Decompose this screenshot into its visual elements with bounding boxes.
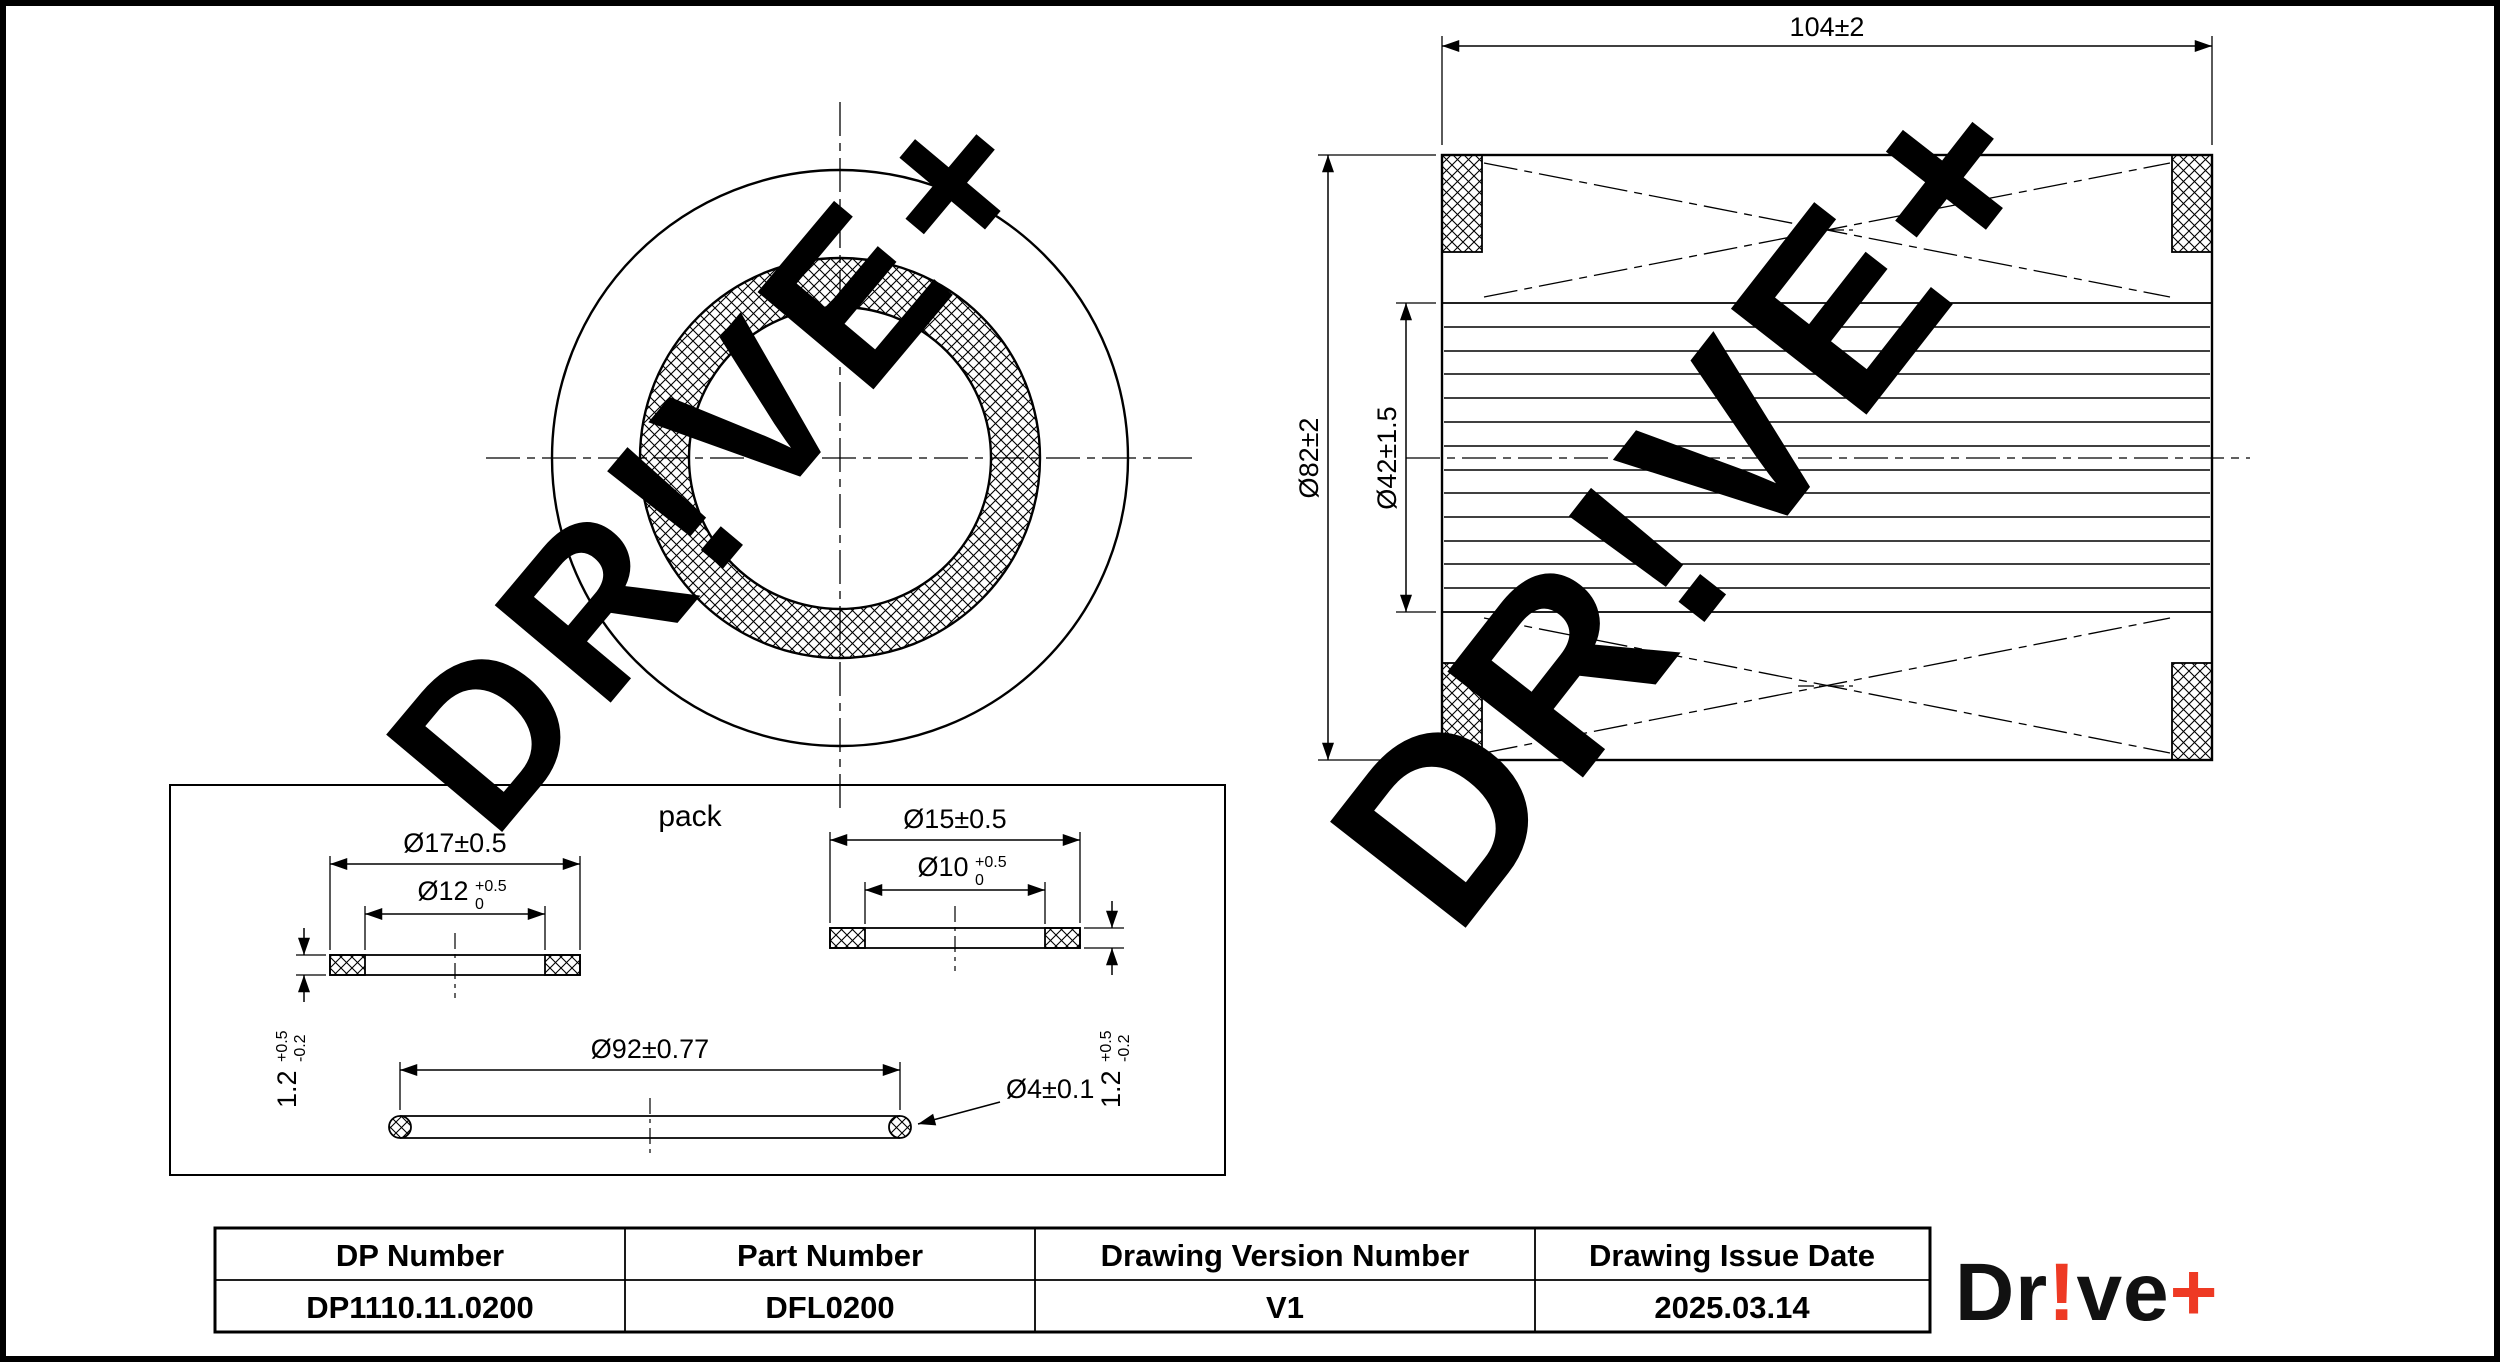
logo-plus: + (2170, 1247, 2219, 1338)
pack-label: pack (658, 800, 722, 833)
gasket-small-hatch-left (829, 927, 866, 949)
header-issue-date: Drawing Issue Date (1589, 1238, 1875, 1273)
dim-gasket-large-outer-label: Ø17±0.5 (403, 828, 506, 858)
dim-width-104: 104±2 (1441, 12, 2213, 145)
dim-width-label: 104±2 (1790, 12, 1865, 42)
pleat-lines (1444, 326, 2210, 589)
header-drawing-version: Drawing Version Number (1101, 1238, 1470, 1273)
dim-outer-dia-label: Ø82±2 (1294, 418, 1324, 499)
oring-cross-section-left (388, 1115, 412, 1139)
gasket-bottom-left (1441, 662, 1483, 761)
title-block: DP Number Part Number Drawing Version Nu… (213, 1226, 1932, 1334)
front-outer-circle (550, 168, 1130, 748)
dim-oring-cross-section-label: Ø4±0.1 (1006, 1074, 1094, 1104)
front-ring-inner-edge (687, 305, 993, 611)
dim-gasket-small-inner-tol-zero: 0 (975, 872, 984, 889)
thickness-tol-plus-left: +0.5 (274, 1030, 291, 1062)
dim-core-dia-42: Ø42±1.5 (1372, 302, 1436, 613)
dim-gasket-small-outer-label: Ø15±0.5 (903, 804, 1006, 834)
pack-detail-box: pack Ø17±0.5 Ø12 +0.5 0 (169, 784, 1226, 1176)
dim-oring-diameter-label: Ø92±0.77 (591, 1034, 709, 1064)
dim-gasket-small-thickness: 1.2 +0.5 -0.2 (1084, 901, 1133, 1108)
front-view (486, 102, 1194, 812)
gasket-small-hatch-right (1044, 927, 1081, 949)
logo-part-ve: ve (2076, 1247, 2169, 1338)
dim-gasket-small-inner-tol-plus: +0.5 (975, 854, 1007, 871)
thickness-tol-minus-right: -0.2 (1116, 1034, 1133, 1062)
dim-gasket-large-inner-tol-plus: +0.5 (475, 878, 507, 895)
dim-gasket-large-outer: Ø17±0.5 (329, 828, 581, 950)
side-band-lines (1442, 302, 2212, 613)
header-part-number: Part Number (737, 1238, 923, 1273)
dim-gasket-small-outer: Ø15±0.5 (829, 804, 1081, 923)
side-diagonal-centerlines (1483, 162, 2171, 754)
gasket-top-right (2171, 154, 2213, 253)
value-issue-date: 2025.03.14 (1654, 1290, 1810, 1325)
dim-gasket-large-inner-tol-zero: 0 (475, 896, 484, 913)
logo-exclamation: ! (2048, 1247, 2076, 1338)
side-view: 104±2 Ø82±2 Ø42±1.5 (1294, 12, 2250, 762)
value-dp-number: DP1110.11.0200 (306, 1290, 534, 1325)
value-drawing-version: V1 (1266, 1290, 1304, 1325)
dim-gasket-small-inner-label: Ø10 (917, 852, 968, 882)
gasket-large-hatch-left (329, 954, 366, 976)
pack-box-border (169, 784, 1226, 1176)
gasket-top-left (1441, 154, 1483, 253)
thickness-value-left: 1.2 (272, 1070, 302, 1108)
dim-gasket-small-inner: Ø10 +0.5 0 (864, 852, 1046, 924)
dim-outer-dia-82: Ø82±2 (1294, 154, 1436, 761)
dim-gasket-large-thickness: 1.2 +0.5 -0.2 (272, 928, 326, 1108)
gasket-large-hatch-right (544, 954, 581, 976)
front-ring-outer-edge (638, 256, 1042, 660)
side-corner-gaskets (1441, 154, 2213, 761)
brand-logo: Dr!ve+ (1955, 1247, 2219, 1338)
gasket-large-view: Ø17±0.5 Ø12 +0.5 0 1.2 +0.5 -0.2 (272, 828, 581, 1108)
gasket-small-view: Ø15±0.5 Ø10 +0.5 0 1.2 +0.5 -0.2 (829, 804, 1133, 1108)
oring-cross-section-right (888, 1115, 912, 1139)
dim-core-dia-label: Ø42±1.5 (1372, 406, 1402, 509)
gasket-bottom-right (2171, 662, 2213, 761)
thickness-tol-plus-right: +0.5 (1098, 1030, 1115, 1062)
thickness-value-right: 1.2 (1096, 1070, 1126, 1108)
logo-part-dr: Dr (1955, 1247, 2048, 1338)
oring-view: Ø92±0.77 Ø4±0.1 (388, 1034, 1094, 1158)
dim-oring-diameter: Ø92±0.77 (399, 1034, 901, 1110)
header-dp-number: DP Number (336, 1238, 504, 1273)
dim-oring-cross-section: Ø4±0.1 (917, 1074, 1094, 1126)
dim-gasket-large-inner-label: Ø12 (417, 876, 468, 906)
value-part-number: DFL0200 (765, 1290, 894, 1325)
thickness-tol-minus-left: -0.2 (292, 1034, 309, 1062)
dim-gasket-large-inner: Ø12 +0.5 0 (364, 876, 546, 950)
